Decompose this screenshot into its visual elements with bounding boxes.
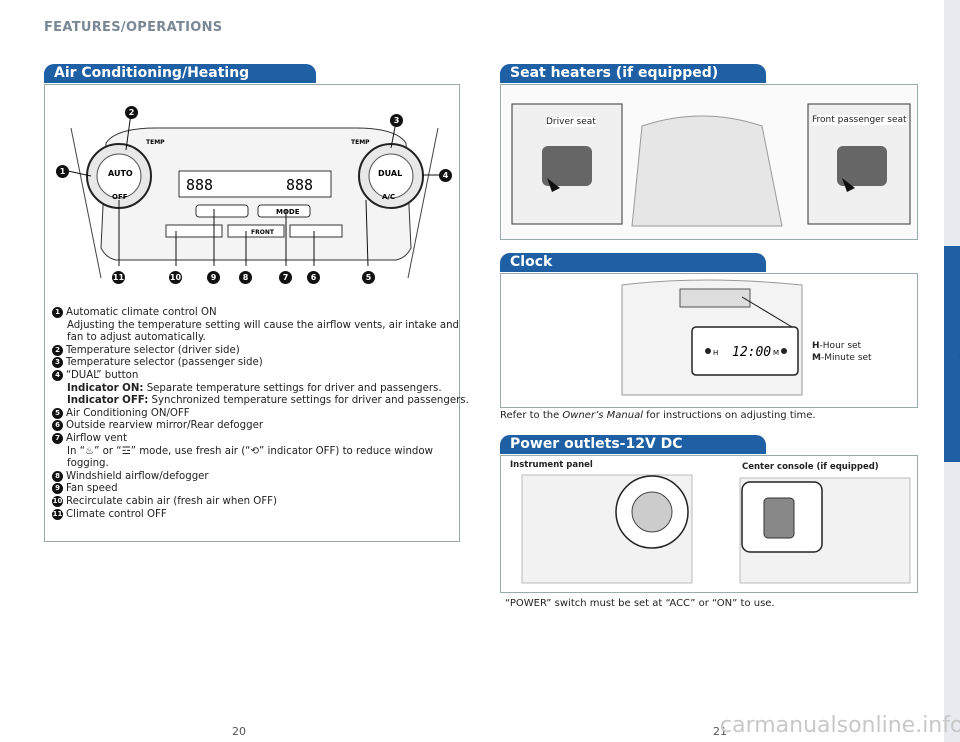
console-outlet (763, 497, 795, 539)
sidebar-tab-safety-bg (944, 470, 960, 742)
minute-button-icon (781, 348, 787, 354)
passenger-seat-switch (837, 146, 887, 186)
callout-7: 7 (279, 271, 292, 284)
leader-line (67, 170, 92, 177)
temp-label-right: TEMP (351, 139, 370, 146)
mode-label: MODE (276, 208, 300, 216)
dual-label: DUAL (378, 169, 402, 178)
diagram-frame-line (70, 127, 102, 279)
callout-3: 3 (390, 114, 403, 127)
callout-6: 6 (307, 271, 320, 284)
dual-indicator-off: Indicator OFF: Synchronized temperature … (67, 395, 469, 407)
power-section-title: Power outlets-12V DC (500, 435, 766, 454)
section-header: FEATURES/OPERATIONS (44, 20, 223, 35)
leader-line (365, 199, 369, 267)
hour-button-icon (705, 348, 711, 354)
clock-photo: 12:00 H M (621, 279, 803, 396)
dual-indicator-on: Indicator ON: Separate temperature setti… (67, 382, 442, 394)
seat-heater-photo (511, 103, 911, 227)
ac-item-1-desc2: fan to adjust automatically. (67, 332, 206, 344)
mode-button (257, 204, 311, 218)
driver-seat-label: Driver seat (546, 117, 596, 127)
feet-airflow-icon: ♨ (84, 445, 95, 457)
auto-dial-inner (96, 153, 142, 199)
windshield-airflow-icon: ☲ (121, 445, 131, 457)
center-console-label: Center console (if equipped) (742, 462, 879, 472)
fan-speed-button (195, 204, 249, 218)
recirculate-icon: ⟲ (250, 445, 260, 457)
driver-arrow-icon (547, 178, 560, 192)
clock-display: 12:00 (732, 345, 771, 360)
ac-item-1-desc: Adjusting the temperature setting will c… (67, 319, 460, 331)
display-right: 888 (286, 176, 313, 194)
dual-dial-inner (368, 153, 414, 199)
passenger-arrow-icon (842, 178, 855, 192)
ac-section-title: Air Conditioning/Heating (44, 64, 316, 83)
sidebar-tab-overview-bg (944, 0, 960, 240)
minute-set-note: M-Minute set (812, 353, 872, 363)
sidebar-tab-features[interactable]: FEATURES/OPERATIONS (958, 324, 960, 396)
outlet-socket (631, 491, 673, 533)
callout-10: 10 (169, 271, 182, 284)
airflow-vent-desc2: fogging. (67, 458, 109, 470)
callout-4: 4 (439, 169, 452, 182)
front-defog-button (227, 224, 285, 238)
center-console (631, 115, 783, 227)
watermark: carmanualsonline.info (720, 713, 960, 738)
leader-line (125, 112, 132, 151)
climate-control-diagram: 888 888 MODE FRONT AUTO OFF TEMP TEMP DU… (67, 112, 442, 279)
temp-label-left: TEMP (146, 139, 165, 146)
page-number-right: 21 (713, 725, 727, 738)
sidebar-tab-features-bg[interactable] (944, 246, 960, 462)
instrument-panel-label: Instrument panel (510, 460, 593, 470)
sidebar-tab-overview[interactable]: OVERVIEW (958, 114, 960, 146)
clock-h-label: H (713, 349, 718, 357)
power-note: “POWER” switch must be set at “ACC” or “… (505, 598, 775, 609)
climate-display (178, 170, 332, 198)
callout-5: 5 (362, 271, 375, 284)
ac-label: A/C (382, 193, 395, 201)
recirculate-button (165, 224, 223, 238)
page-number-left: 20 (232, 725, 246, 738)
callout-9: 9 (207, 271, 220, 284)
auto-label: AUTO (108, 169, 133, 178)
front-label: FRONT (251, 229, 275, 236)
clock-note: Refer to the Owner’s Manual for instruct… (500, 410, 816, 421)
airflow-vent-desc: In “♨” or “☲” mode, use fresh air (“⟲” i… (67, 445, 433, 457)
callout-1: 1 (56, 165, 69, 178)
callout-2: 2 (125, 106, 138, 119)
clock-legend: H-Hour set M-Minute set (812, 340, 872, 364)
center-vents (679, 288, 751, 308)
clock-closeup (691, 326, 799, 376)
off-label: OFF (112, 193, 128, 201)
clock-m-label: M (773, 349, 779, 357)
clock-section-title: Clock (500, 253, 766, 272)
leader-line (741, 296, 793, 328)
callout-11: 11 (112, 271, 125, 284)
display-left: 888 (186, 176, 213, 194)
power-outlet-photos (521, 474, 911, 584)
hour-set-note: H-Hour set (812, 341, 862, 351)
diagram-frame-line (407, 127, 439, 279)
seat-section-title: Seat heaters (if equipped) (500, 64, 766, 83)
rear-defog-button (289, 224, 343, 238)
sidebar-tab-safety[interactable]: SAFETY AND EMERGENCY FEATURES (958, 560, 960, 670)
driver-seat-switch (542, 146, 592, 186)
passenger-seat-label: Front passenger seat (812, 115, 907, 125)
ac-item-4: 4“DUAL” button (52, 369, 460, 383)
callout-8: 8 (239, 271, 252, 284)
